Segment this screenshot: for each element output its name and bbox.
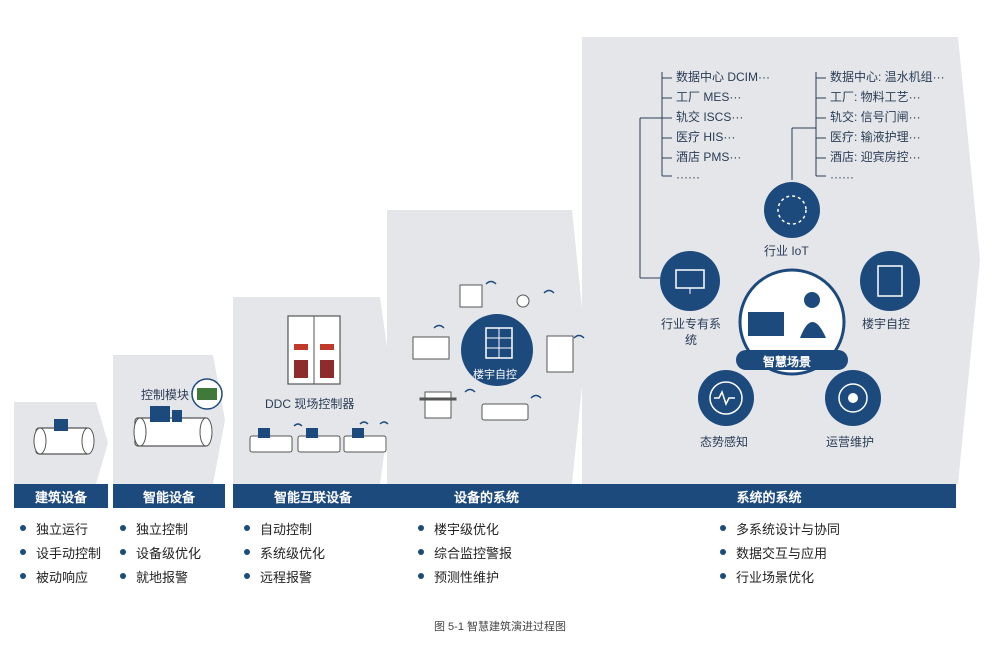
list-item: 远程报警 (244, 564, 325, 588)
bas-center-label: 楼宇自控 (473, 369, 517, 381)
list-item: 楼宇级优化 (418, 516, 512, 540)
list-item: 多系统设计与协同 (720, 516, 840, 540)
situation-awareness-icon (698, 370, 754, 426)
tree-lines (639, 72, 826, 279)
industry-tree-left: 数据中心 DCIM··· 工厂 MES··· 轨交 ISCS··· 医疗 HIS… (676, 70, 770, 184)
list-item: 行业场景优化 (720, 564, 840, 588)
industry-system-label: 行业专有系统 (660, 317, 721, 347)
stage-title-3: 智能互联设备 (233, 484, 393, 508)
ddc-label: DDC 现场控制器 (265, 397, 355, 411)
iot-icon (764, 182, 820, 238)
iot-label: 行业 IoT (764, 244, 809, 258)
smart-scene-label: 智慧场景 (763, 355, 812, 369)
stage-title-1: 建筑设备 (14, 484, 108, 508)
situation-label: 态势感知 (700, 435, 749, 449)
list-item: 独立控制 (120, 516, 201, 540)
list-item: 就地报警 (120, 564, 201, 588)
wifi-icon (433, 280, 585, 399)
industry-tree-right: 数据中心: 温水机组··· 工厂: 物料工艺··· 轨交: 信号门闸··· 医疗… (830, 70, 945, 184)
chiller-icon (33, 419, 95, 455)
connected-devices-icon (412, 284, 574, 421)
stage-points-5: 多系统设计与协同 数据交互与应用 行业场景优化 (720, 516, 840, 588)
operation-maintenance-icon (825, 370, 881, 426)
connected-chillers-icon (249, 421, 389, 453)
industry-system-icon (660, 251, 720, 311)
stage-points-1: 独立运行 设手动控制 被动响应 (20, 516, 101, 588)
stage-points-3: 自动控制 系统级优化 远程报警 (244, 516, 325, 588)
list-item: 预测性维护 (418, 564, 512, 588)
list-item: 系统级优化 (244, 540, 325, 564)
operation-label: 运营维护 (826, 435, 875, 449)
stage-title-4: 设备的系统 (387, 484, 586, 508)
smart-scene-icon (736, 268, 848, 376)
stage-title-2: 智能设备 (113, 484, 225, 508)
stage-panel-5 (582, 37, 980, 484)
list-item: 自动控制 (244, 516, 325, 540)
bas-hub-icon (461, 314, 533, 386)
control-module-label: 控制模块 (141, 388, 190, 402)
list-item: 被动响应 (20, 564, 101, 588)
stage-points-4: 楼宇级优化 综合监控警报 预测性维护 (418, 516, 512, 588)
bas-label: 楼宇自控 (862, 317, 911, 331)
figure-caption: 图 5-1 智慧建筑演进过程图 (433, 621, 566, 633)
list-item: 独立运行 (20, 516, 101, 540)
building-automation-icon (860, 251, 920, 311)
stage-points-2: 独立控制 设备级优化 就地报警 (120, 516, 201, 588)
stage-title-5: 系统的系统 (582, 484, 956, 508)
list-item: 设备级优化 (120, 540, 201, 564)
ddc-cabinet-icon (287, 315, 341, 385)
list-item: 综合监控警报 (418, 540, 512, 564)
smart-chiller-icon (133, 378, 223, 447)
list-item: 设手动控制 (20, 540, 101, 564)
list-item: 数据交互与应用 (720, 540, 840, 564)
